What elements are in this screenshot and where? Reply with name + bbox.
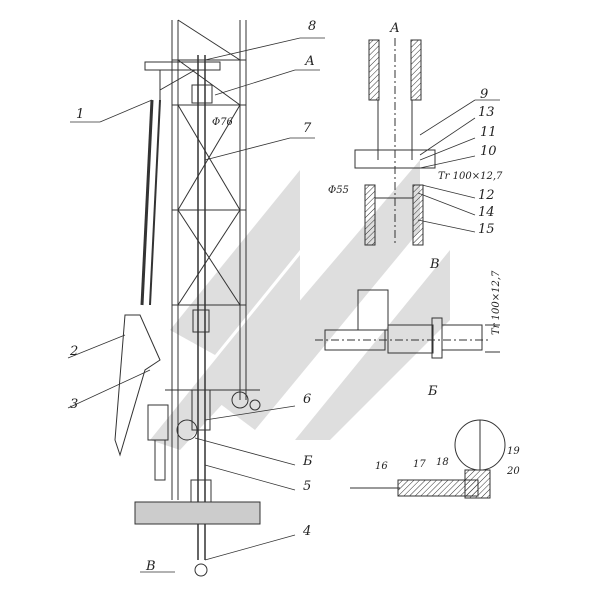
label-phi76: Φ76 [212,117,233,128]
label-thread-view-v: Tr 100×12,7 [491,270,502,335]
label-16: 16 [375,461,388,472]
label-view-a: А [305,54,315,69]
label-12: 12 [478,188,495,203]
label-14: 14 [478,205,495,220]
view-b [315,289,500,359]
label-thread-section: Tr 100×12,7 [438,171,503,182]
label-13: 13 [478,105,495,120]
view-b-title: Б [428,384,438,399]
label-20: 20 [507,466,520,477]
label-phi55: Φ55 [328,185,349,196]
label-11: 11 [480,125,497,140]
label-10: 10 [480,144,497,159]
label-9: 9 [480,87,489,102]
label-3: 3 [70,397,79,412]
detail-joint [350,419,506,499]
label-19: 19 [507,446,520,457]
view-v-title: В [430,257,440,272]
label-1: 1 [76,107,85,122]
label-17: 17 [413,459,426,470]
label-view-v: В [146,559,156,574]
watermark-shapes [150,160,450,450]
label-6: 6 [303,392,312,407]
leader-lines [67,37,500,573]
label-4: 4 [303,524,312,539]
label-view-b: Б [303,454,313,469]
label-18: 18 [436,457,449,468]
label-2: 2 [70,344,79,359]
label-7: 7 [303,121,312,136]
label-8: 8 [308,19,317,34]
label-5: 5 [303,479,312,494]
tower-structure [114,19,261,577]
section-a-title: А [390,21,400,36]
section-a [354,38,436,246]
label-15: 15 [478,222,495,237]
